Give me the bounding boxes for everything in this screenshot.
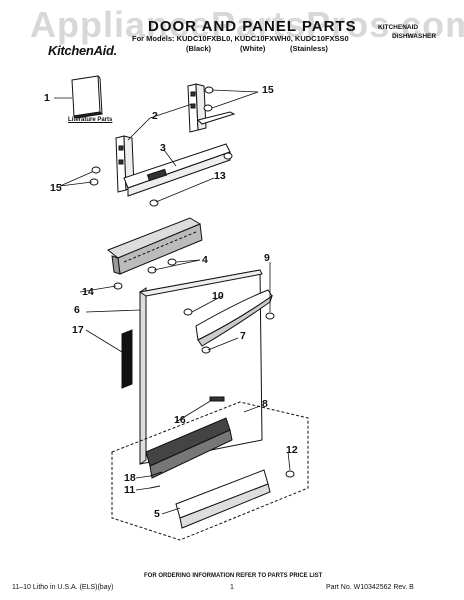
screws-console	[113, 258, 177, 290]
variant-black: (Black)	[186, 44, 212, 53]
screws-panel	[149, 152, 233, 207]
callout-18: 18	[124, 472, 136, 484]
callout-5: 5	[154, 508, 160, 520]
callout-16: 16	[174, 414, 186, 426]
callout-2: 2	[152, 110, 158, 122]
callout-8: 8	[262, 398, 268, 410]
callout-13: 13	[214, 170, 226, 182]
variant-white: (White)	[240, 44, 266, 53]
control-panel-part	[123, 143, 231, 197]
door-insulation	[121, 329, 133, 389]
callout-7: 7	[240, 330, 246, 342]
callout-6: 6	[74, 304, 80, 316]
screw-kickplate	[285, 470, 295, 478]
corner-note-product: DISHWASHER	[392, 33, 437, 40]
right-mounting-bracket	[187, 83, 236, 133]
console-assembly	[107, 217, 203, 275]
watermark: AppliancePartsPros.com	[30, 4, 464, 45]
brand-logo: KitchenAid.	[48, 43, 117, 58]
page-number: 1	[230, 584, 234, 591]
literature-booklet-part	[71, 75, 104, 119]
callout-15-upper: 15	[262, 84, 274, 96]
callout-10: 10	[212, 290, 224, 302]
kickplate-assembly	[111, 401, 309, 541]
callout-4: 4	[202, 254, 208, 266]
leader-lines	[54, 89, 291, 515]
page-title: DOOR AND PANEL PARTS	[148, 18, 357, 35]
callout-11: 11	[124, 484, 136, 496]
callout-15-lower: 15	[50, 182, 62, 194]
callout-9: 9	[264, 252, 270, 264]
litho-note: 11–10 Litho in U.S.A. (ELS)(bay)	[12, 584, 114, 591]
clip-part	[209, 396, 225, 402]
part-number: Part No. W10342562 Rev. B	[326, 584, 414, 591]
callout-17: 17	[72, 324, 84, 336]
corner-note-brand: KITCHENAID	[378, 24, 419, 31]
callout-14: 14	[82, 286, 94, 298]
variant-stainless: (Stainless)	[290, 44, 328, 53]
callout-12: 12	[286, 444, 298, 456]
handle-screws	[183, 308, 275, 354]
literature-parts-label: Literature Parts	[68, 117, 113, 123]
callout-3: 3	[160, 142, 166, 154]
screws-upper-right	[203, 86, 214, 112]
model-list: For Models: KUDC10FXBL0, KUDC10FXWH0, KU…	[132, 34, 349, 43]
ordering-info-note: FOR ORDERING INFORMATION REFER TO PARTS …	[144, 573, 323, 579]
callout-1: 1	[44, 92, 50, 104]
